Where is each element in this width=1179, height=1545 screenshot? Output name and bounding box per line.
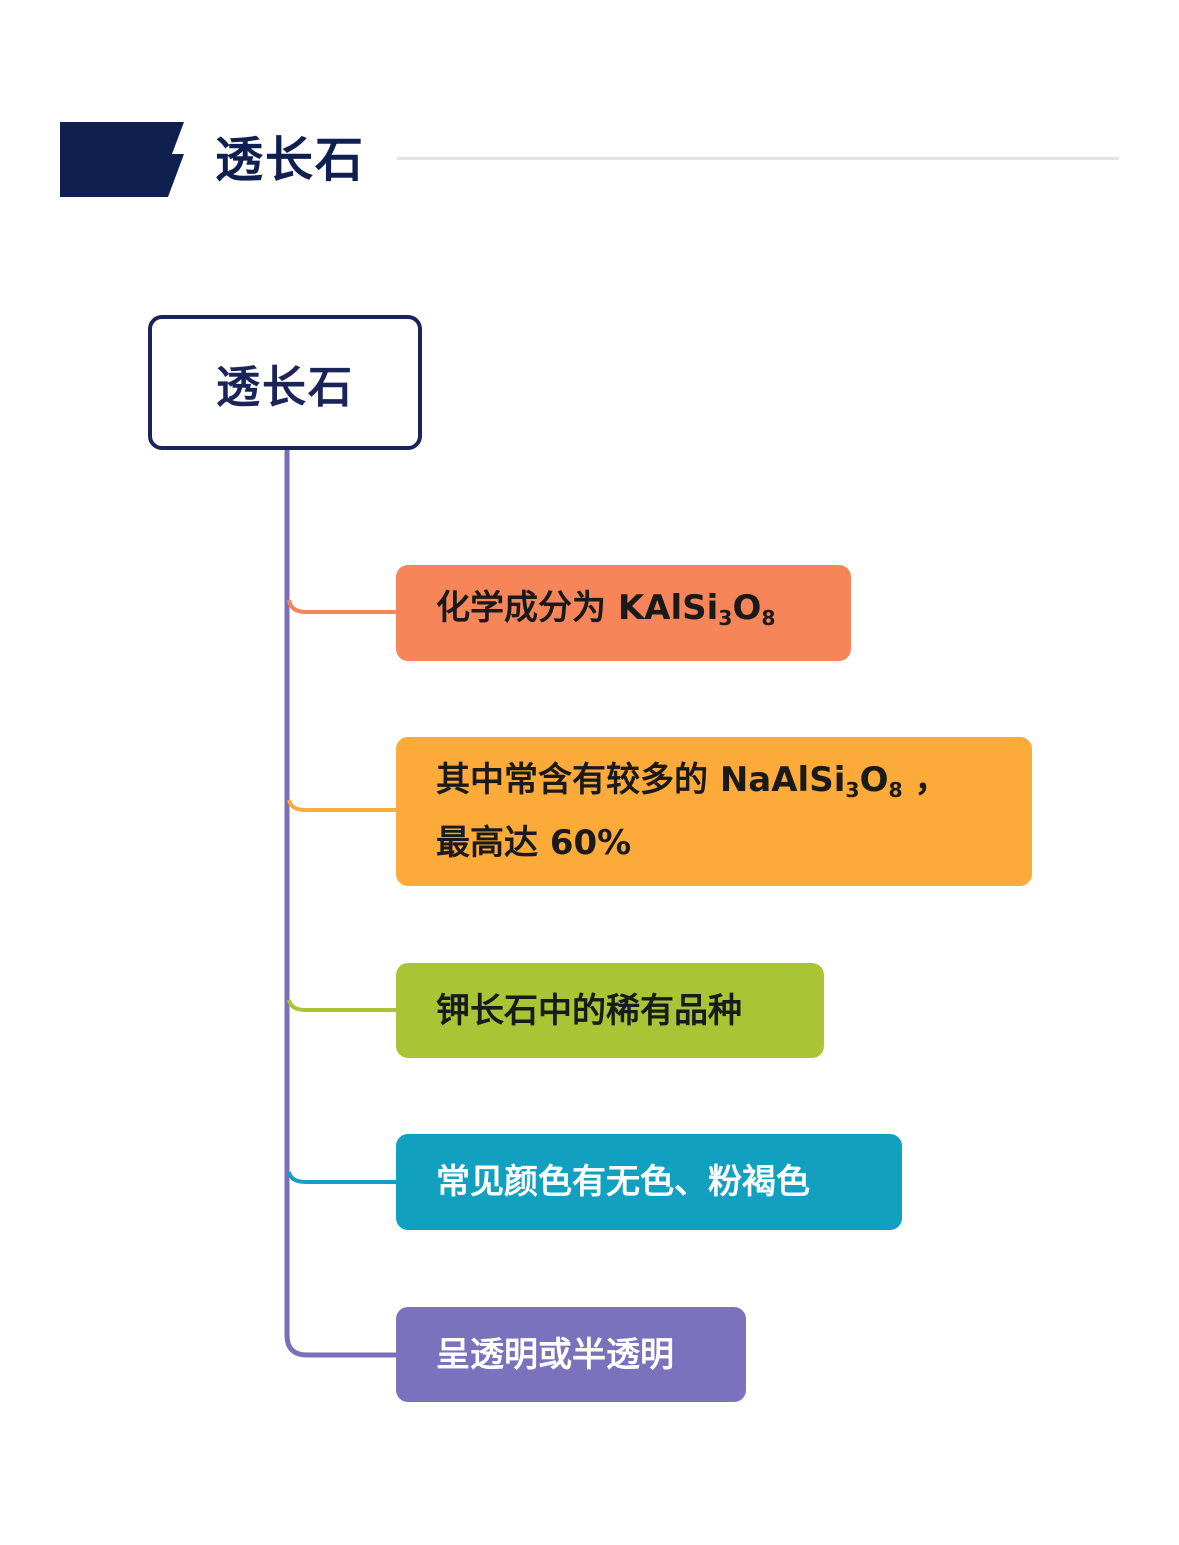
- trunk-line: [284, 450, 398, 1358]
- node-naalsi-content: 其中常含有较多的 NaAlSi3O8 ， 最高达 60%: [396, 737, 1032, 886]
- node-chemical-composition: 化学成分为 KAlSi3O8: [396, 565, 851, 661]
- node-text-line: 化学成分为 KAlSi3O8: [436, 587, 776, 631]
- branch-line-1: [287, 599, 398, 614]
- branch-line-2: [287, 799, 398, 812]
- header-divider: [397, 157, 1119, 160]
- node-rare-variety: 钾长石中的稀有品种: [396, 963, 824, 1058]
- node-transparency: 呈透明或半透明: [396, 1307, 746, 1402]
- node-text-line-2: 最高达 60%: [436, 822, 632, 863]
- node-text-line: 常见颜色有无色、粉褐色: [436, 1162, 810, 1202]
- node-text-line: 钾长石中的稀有品种: [436, 990, 742, 1031]
- header-accent-shape: [60, 122, 184, 197]
- node-text-line: 呈透明或半透明: [436, 1334, 674, 1375]
- header-accent-mark: [60, 122, 184, 197]
- node-text-line: 其中常含有较多的 NaAlSi3O8 ，: [436, 760, 949, 803]
- branch-line-3: [287, 999, 398, 1012]
- node-common-colors: 常见颜色有无色、粉褐色: [396, 1134, 902, 1230]
- page-title: 透长石: [215, 132, 366, 188]
- branch-line-4: [287, 1171, 398, 1184]
- root-node-label: 透长石: [216, 361, 354, 413]
- root-node: 透长石: [148, 315, 422, 450]
